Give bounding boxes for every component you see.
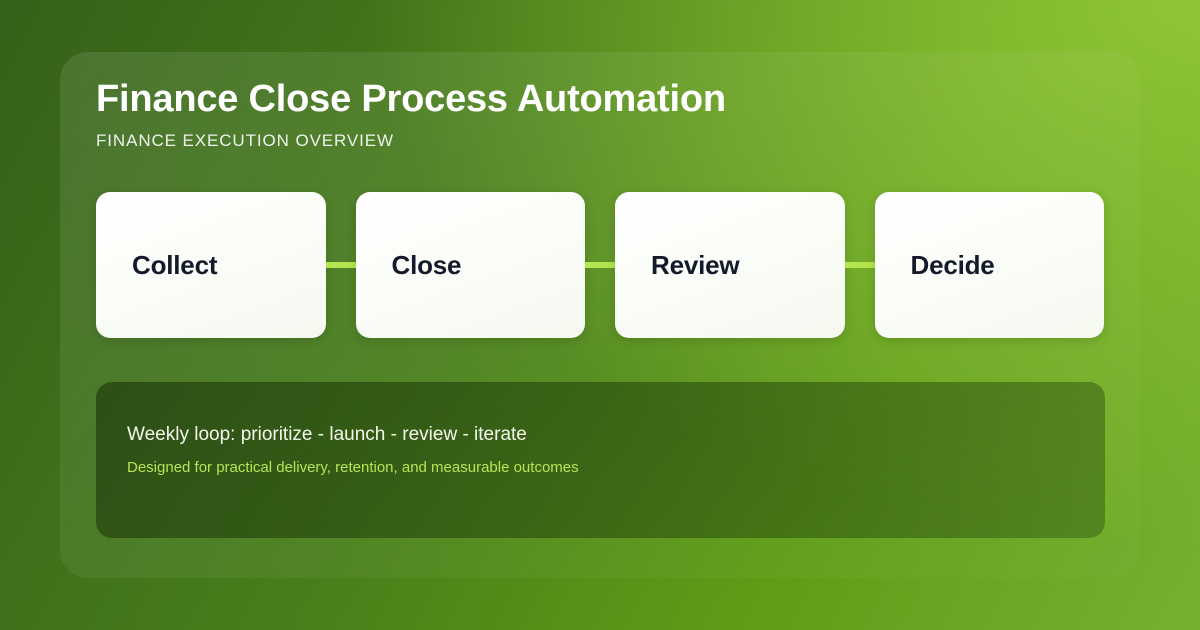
- footer-note-panel: Weekly loop: prioritize - launch - revie…: [96, 382, 1105, 538]
- step-connector-line-3: [844, 262, 875, 268]
- process-step-card-2[interactable]: Close: [355, 192, 585, 338]
- page-title: Finance Close Process Automation: [96, 78, 726, 120]
- step-connector-line-1: [325, 262, 356, 268]
- process-step-label: Review: [651, 249, 740, 280]
- page-subtitle: FINANCE EXECUTION OVERVIEW: [96, 131, 394, 150]
- process-step-label: Decide: [910, 249, 995, 280]
- header-block: Finance Close Process Automation FINANCE…: [96, 76, 1056, 152]
- process-step-card-4[interactable]: Decide: [874, 192, 1104, 338]
- footer-primary-text: Weekly loop: prioritize - launch - revie…: [127, 424, 527, 445]
- process-step-row: Collect Close Review Decide: [96, 192, 1104, 338]
- footer-secondary-text: Designed for practical delivery, retenti…: [127, 459, 579, 476]
- process-step-label: Close: [391, 249, 462, 280]
- process-step-card-1[interactable]: Collect: [96, 192, 326, 338]
- process-step-card-3[interactable]: Review: [615, 192, 845, 338]
- process-step-label: Collect: [132, 249, 218, 280]
- step-connector-line-2: [585, 262, 615, 268]
